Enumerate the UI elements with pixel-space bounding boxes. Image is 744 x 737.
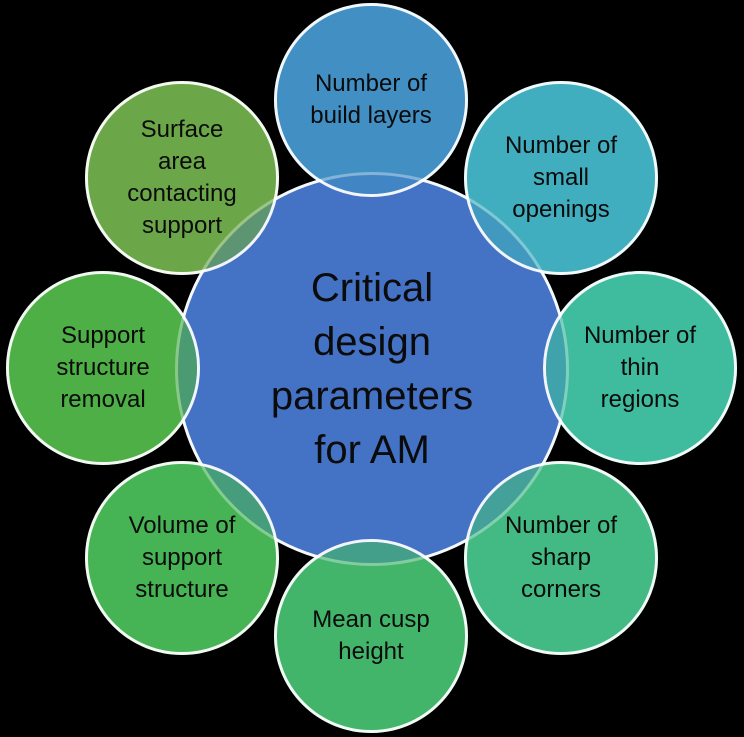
circle-volume-of-support: Volume of support structure — [85, 461, 279, 655]
circle-fill — [277, 542, 465, 730]
circle-fill — [467, 464, 655, 652]
circle-label: Surface area contacting support — [127, 116, 237, 239]
circle-label: Number of build layers — [310, 70, 432, 129]
circle-fill — [467, 84, 655, 272]
circle-surface-area-contacting-support: Surface area contacting support — [85, 81, 279, 275]
circle-fill — [546, 274, 734, 462]
circle-small-openings: Number of small openings — [464, 81, 658, 275]
circle-label: Support structure removal — [56, 322, 150, 413]
circle-label: Volume of support structure — [128, 512, 236, 603]
circle-thin-regions: Number of thin regions — [543, 271, 737, 465]
circle-label: Number of small openings — [504, 132, 618, 223]
circle-sharp-corners: Number of sharp corners — [464, 461, 658, 655]
circle-fill — [277, 6, 465, 194]
circle-fill — [88, 84, 276, 272]
circle-fill — [88, 464, 276, 652]
circle-label: Mean cusp height — [312, 606, 430, 665]
circle-fill — [9, 274, 197, 462]
center-label: Critical design parameters for AM — [270, 266, 474, 472]
circle-support-removal: Support structure removal — [6, 271, 200, 465]
circle-build-layers: Number of build layers — [274, 3, 468, 197]
circle-label: Number of sharp corners — [504, 512, 618, 603]
circle-mean-cusp-height: Mean cusp height — [274, 539, 468, 733]
circle-label: Number of thin regions — [583, 322, 697, 413]
